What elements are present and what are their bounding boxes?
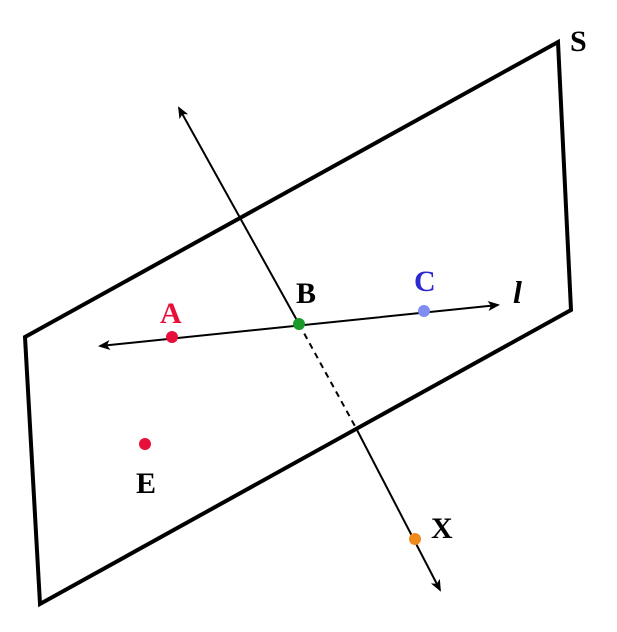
transversal-hidden-segment <box>298 323 357 429</box>
transversal-upper-segment <box>178 106 300 325</box>
transversal-lower-segment <box>355 427 441 592</box>
label-c: C <box>414 265 436 298</box>
label-b: B <box>296 277 316 310</box>
label-e: E <box>136 467 156 500</box>
point-x-dot <box>409 533 421 545</box>
point-e-dot <box>139 438 151 450</box>
point-b-dot <box>293 318 305 330</box>
label-x: X <box>431 512 453 545</box>
point-c-dot <box>418 305 430 317</box>
label-l: l <box>513 274 522 310</box>
point-a-dot <box>166 331 178 343</box>
plane-s-outline <box>22 38 574 608</box>
label-s: S <box>570 25 587 58</box>
label-a: A <box>160 297 182 330</box>
